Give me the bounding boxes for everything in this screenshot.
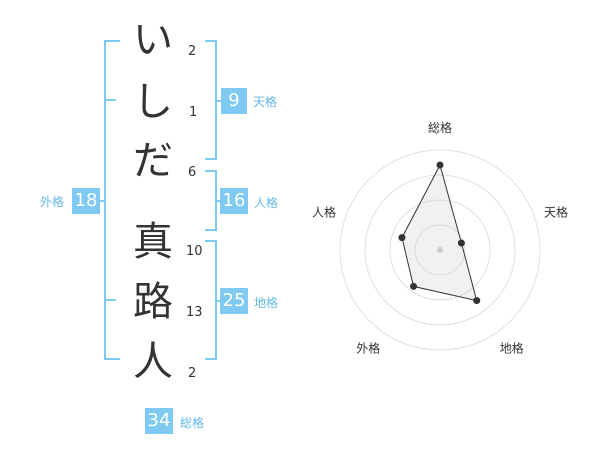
tenkaku-bracket-connector (215, 100, 223, 102)
gaikaku-bracket-connector (98, 200, 106, 202)
name-char-5: 路 (133, 279, 173, 325)
radar-area (401, 163, 478, 302)
radar-axis-label-3: 地格 (500, 341, 524, 356)
chikaku-label: 地格 (254, 296, 279, 310)
gaikaku-bracket-tick-upper (104, 99, 116, 101)
stroke-count-2: 1 (189, 105, 198, 120)
radar-points (398, 161, 481, 305)
tenkaku-score-box: 9 (221, 88, 247, 114)
gaikaku-bracket-tick-lower (104, 299, 116, 301)
radar-ring-1 (414, 224, 466, 276)
radar-point-1 (436, 161, 444, 169)
radar-point-5 (398, 234, 406, 242)
stroke-count-3: 6 (188, 165, 197, 180)
name-char-6: 人 (133, 339, 173, 385)
radar-point-2 (457, 239, 465, 247)
gaikaku-label: 外格 (40, 195, 65, 209)
soukaku-label: 総格 (180, 416, 205, 430)
stroke-count-6: 2 (188, 366, 197, 381)
radar-center (437, 247, 443, 253)
radar-axis-label-1: 総格 (428, 120, 452, 135)
stroke-count-5: 13 (186, 305, 203, 320)
soukaku-score-box: 34 (145, 408, 173, 434)
name-char-2: し (133, 79, 173, 125)
radar-grid (339, 149, 541, 351)
stroke-count-1: 2 (188, 44, 197, 59)
radar-point-3 (473, 297, 481, 305)
radar-ring-3 (364, 174, 516, 326)
jinkaku-label: 人格 (254, 196, 279, 210)
radar-ring-2 (389, 199, 491, 301)
name-char-3: だ (133, 138, 173, 184)
name-char-4: 真 (133, 219, 173, 265)
tenkaku-label: 天格 (253, 95, 278, 109)
radar-axis-label-4: 外格 (356, 341, 380, 356)
radar-ring-4 (339, 149, 541, 351)
chikaku-bracket-connector (215, 300, 223, 302)
jinkaku-score-box: 16 (220, 188, 248, 214)
radar-axis-label-5: 人格 (312, 204, 336, 219)
name-char-1: い (133, 17, 173, 63)
jinkaku-bracket-connector (215, 200, 223, 202)
radar-axis-label-2: 天格 (544, 204, 568, 219)
chikaku-score-box: 25 (220, 288, 248, 314)
radar-point-4 (410, 282, 418, 290)
stroke-count-4: 10 (186, 244, 203, 259)
gaikaku-score-box: 18 (72, 188, 100, 214)
